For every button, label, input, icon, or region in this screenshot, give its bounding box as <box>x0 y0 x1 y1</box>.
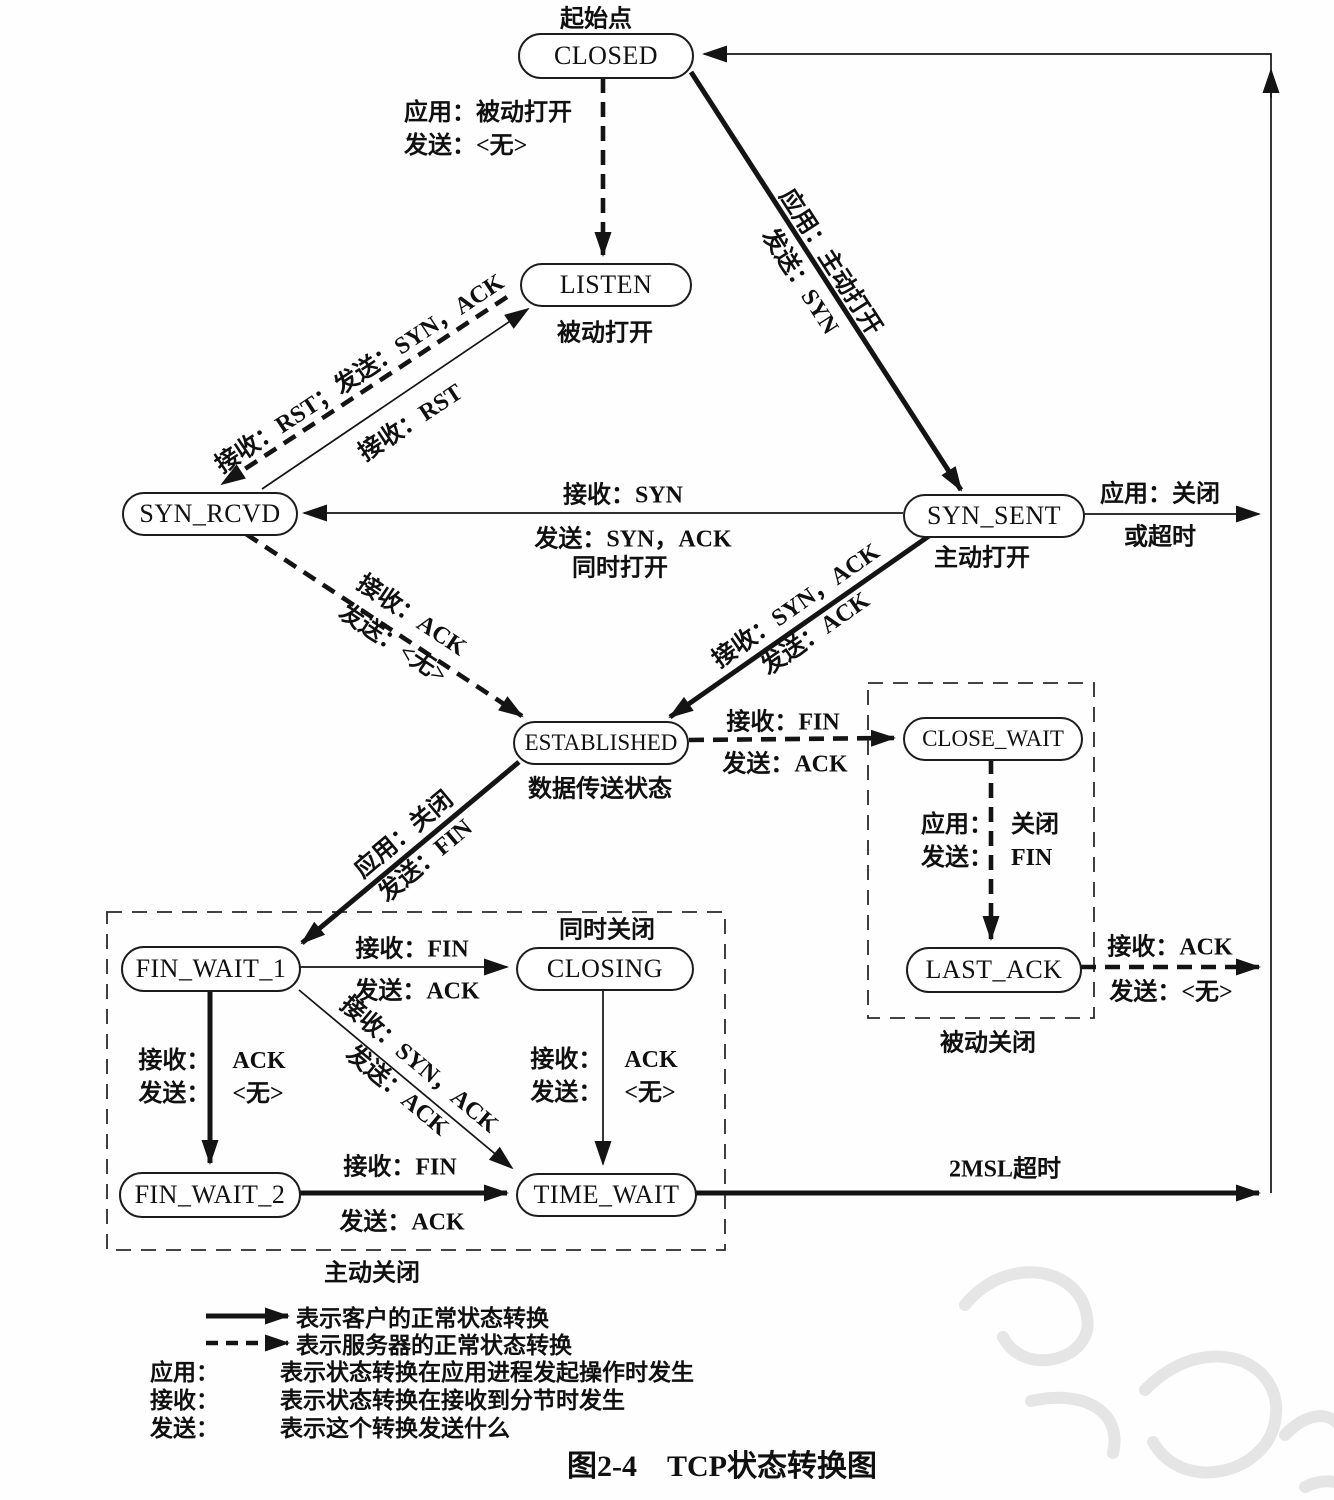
state-closed: CLOSED <box>518 33 694 79</box>
edge-label-line: 应用：被动打开 <box>404 100 572 126</box>
edge-label-fin-wait-1-fin-wait-2: 接收： ACK 发送： <无> <box>138 1047 285 1109</box>
state-close-wait: CLOSE_WAIT <box>903 717 1083 761</box>
edge-label-closed-listen: 应用：被动打开 发送：<无> <box>404 97 572 163</box>
edge-label-value: <无> <box>232 1081 284 1107</box>
edge-label-syn-sent-closed-1: 应用：关闭 <box>1100 481 1220 508</box>
edge-label-established-close-wait-send: 发送：ACK <box>722 751 848 778</box>
edge-label-value: 关闭 <box>1011 812 1059 838</box>
edge-return-loop-to-closed <box>702 45 1272 1193</box>
state-established: ESTABLISHED <box>513 721 689 765</box>
edge-label-established-close-wait-recv: 接收：FIN <box>726 709 840 736</box>
syn-sent-note: 主动打开 <box>934 545 1030 572</box>
edge-label-key: 接收： <box>530 1047 603 1073</box>
edge-label-line: 发送：<无> <box>404 133 528 159</box>
edge-label-close-wait-last-ack: 应用： 关闭 发送： FIN <box>921 811 1059 873</box>
passive-close-group-label: 被动关闭 <box>940 1030 1036 1057</box>
state-closing: CLOSING <box>516 947 694 991</box>
edge-label-syn-sent-syn-rcvd-recv: 接收：SYN <box>562 482 684 509</box>
edge-syn-sent-to-established <box>668 533 931 720</box>
edge-syn-rcvd-to-listen <box>261 307 530 490</box>
edge-label-fin-wait-1-closing-send: 发送：ACK <box>354 978 480 1005</box>
legend-send-text: 表示这个转换发送什么 <box>280 1416 510 1441</box>
legend-recv-key: 接收： <box>150 1388 219 1413</box>
edge-label-key: 发送： <box>530 1080 603 1106</box>
legend-server-transition: 表示服务器的正常状态转换 <box>296 1333 572 1358</box>
edge-label-last-ack-closed-send: 发送：<无> <box>1109 979 1233 1006</box>
edge-label-key: 发送： <box>138 1081 211 1107</box>
edge-label-value: ACK <box>624 1047 678 1073</box>
edge-label-simultaneous-open: 同时打开 <box>572 555 668 582</box>
listen-note: 被动打开 <box>557 320 653 347</box>
passive-close-group-box <box>867 682 1095 1019</box>
edge-label-value: ACK <box>232 1048 286 1074</box>
active-close-group-box <box>106 911 726 1251</box>
legend-recv-text: 表示状态转换在接收到分节时发生 <box>280 1388 625 1413</box>
edge-label-syn-sent-closed-2: 或超时 <box>1124 524 1196 551</box>
edge-fin-wait-1-to-time-wait <box>298 989 514 1170</box>
state-fin-wait-2: FIN_WAIT_2 <box>119 1172 301 1218</box>
edge-label-fin-wait-2-time-wait-send: 发送：ACK <box>339 1209 465 1236</box>
closing-note: 同时关闭 <box>559 917 655 944</box>
state-fin-wait-1: FIN_WAIT_1 <box>121 946 301 992</box>
state-syn-rcvd: SYN_RCVD <box>122 492 298 536</box>
edge-label-value: FIN <box>1011 845 1053 871</box>
state-time-wait: TIME_WAIT <box>516 1173 697 1217</box>
legend-client-transition: 表示客户的正常状态转换 <box>296 1306 549 1331</box>
edge-label-closing-time-wait: 接收： ACK 发送： <无> <box>530 1046 677 1108</box>
edge-listen-to-syn-rcvd <box>220 295 509 486</box>
edge-label-last-ack-closed-recv: 接收：ACK <box>1107 934 1233 961</box>
figure-caption: 图2-4 TCP状态转换图 <box>567 1450 877 1483</box>
edge-label-syn-sent-syn-rcvd-send: 发送：SYN，ACK <box>534 526 732 553</box>
state-listen: LISTEN <box>520 263 692 307</box>
edge-label-value: <无> <box>624 1080 676 1106</box>
legend-app-key: 应用： <box>150 1360 219 1385</box>
start-point-label: 起始点 <box>560 6 632 33</box>
active-close-group-label: 主动关闭 <box>324 1260 420 1287</box>
edge-label-key: 接收： <box>138 1048 211 1074</box>
edge-established-to-fin-wait-1 <box>300 760 521 945</box>
watermark <box>959 1266 1334 1493</box>
edge-label-2msl-timeout: 2MSL超时 <box>948 1156 1062 1183</box>
legend-app-text: 表示状态转换在应用进程发起操作时发生 <box>280 1360 694 1385</box>
edge-label-key: 应用： <box>921 812 993 838</box>
edge-syn-rcvd-to-established <box>244 532 524 718</box>
edge-label-fin-wait-1-closing-recv: 接收：FIN <box>355 936 469 963</box>
state-syn-sent: SYN_SENT <box>903 494 1085 538</box>
edge-label-fin-wait-2-time-wait-recv: 接收：FIN <box>343 1154 457 1181</box>
edge-established-to-close-wait <box>688 729 896 747</box>
state-last-ack: LAST_ACK <box>906 947 1082 993</box>
legend-send-key: 发送： <box>150 1416 219 1441</box>
edge-closed-to-syn-sent <box>688 70 964 492</box>
established-note: 数据传送状态 <box>528 776 672 803</box>
edge-label-key: 发送： <box>921 845 993 871</box>
